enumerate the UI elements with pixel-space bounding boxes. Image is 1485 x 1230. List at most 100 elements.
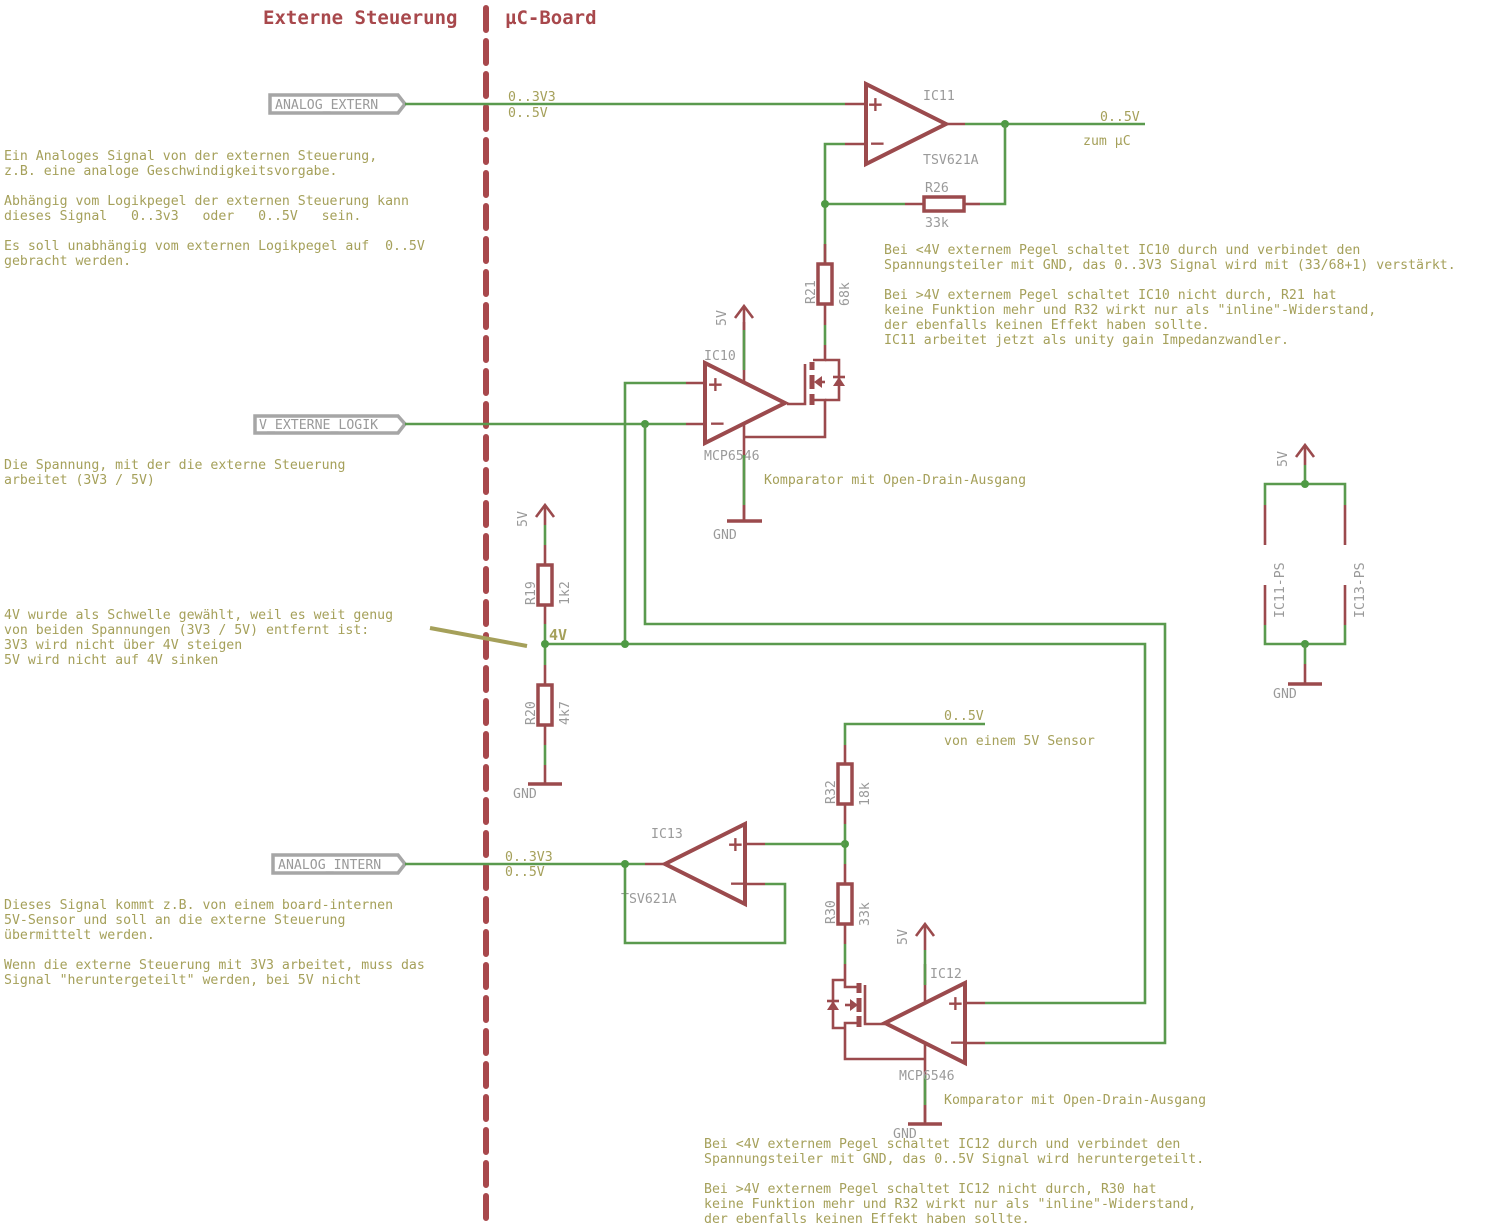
- note-line: Die Spannung, mit der die externe Steuer…: [4, 458, 345, 473]
- note-line: der ebenfalls keinen Effekt haben sollte…: [704, 1212, 1030, 1227]
- ic11-opamp[interactable]: + −: [845, 80, 965, 168]
- resistor-r32[interactable]: [836, 745, 854, 824]
- label-extern-range-a: 0..3V3: [508, 90, 556, 105]
- label-threshold-4v: 4V: [549, 626, 567, 644]
- r21-name: R21: [804, 280, 819, 304]
- header-uc-board: µC-Board: [505, 7, 597, 29]
- ic12-type: MCP6546: [899, 1069, 955, 1084]
- note-analog-extern: Ein Analoges Signal von der externen Ste…: [4, 149, 425, 269]
- r19-name: R19: [524, 581, 539, 605]
- minus-sign-icon: −: [729, 871, 746, 895]
- r20-name: R20: [524, 701, 539, 725]
- supply-label-gnd: GND: [513, 787, 537, 802]
- port-analog-intern[interactable]: ANALOG_INTERN: [271, 853, 408, 875]
- label-out-range: 0..5V: [1100, 110, 1140, 125]
- supply-label-gnd: GND: [1273, 687, 1297, 702]
- note-line: arbeitet (3V3 / 5V): [4, 473, 155, 488]
- note-line: Abhängig vom Logikpegel der externen Ste…: [4, 194, 409, 209]
- ic11-name: IC11: [923, 89, 955, 104]
- r30-value: 33k: [858, 902, 873, 926]
- r20-value: 4k7: [558, 701, 573, 725]
- supply-label-5v: 5V: [516, 511, 531, 527]
- resistor-r26[interactable]: [905, 195, 980, 213]
- vcc-arrow-icon: [914, 921, 936, 950]
- r32-name: R32: [824, 780, 839, 804]
- note-line: IC11 arbeitet jetzt als unity gain Imped…: [884, 333, 1289, 348]
- gnd-symbol-icon: [528, 765, 562, 786]
- note-line: Es soll unabhängig vom externen Logikpeg…: [4, 239, 425, 254]
- note-line: Spannungsteiler mit GND, das 0..3V3 Sign…: [884, 258, 1456, 273]
- note-line: Dieses Signal kommt z.B. von einem board…: [4, 898, 393, 913]
- vcc-arrow-icon: [534, 502, 556, 525]
- note-pointer-line: [429, 626, 528, 648]
- note-line: keine Funktion mehr und R32 wirkt nur al…: [884, 303, 1376, 318]
- header-externe-steuerung: Externe Steuerung: [263, 7, 457, 29]
- label-intern-range-a: 0..3V3: [505, 850, 553, 865]
- plus-sign-icon: +: [867, 92, 884, 116]
- note-line: Bei >4V externem Pegel schaltet IC10 nic…: [884, 288, 1337, 303]
- note-comparator-2: Komparator mit Open-Drain-Ausgang: [944, 1093, 1206, 1108]
- ic13-name: IC13: [651, 827, 683, 842]
- wire-ic11-minus: [823, 142, 845, 264]
- minus-sign-icon: −: [709, 411, 726, 435]
- port-label: ANALOG_EXTERN: [275, 98, 378, 113]
- vcc-arrow-icon: [733, 303, 755, 330]
- ic13-opamp[interactable]: + −: [645, 820, 765, 908]
- ic12-name: IC12: [930, 967, 962, 982]
- wire-threshold-to-ic12: [545, 642, 1147, 1005]
- note-comparator-1: Komparator mit Open-Drain-Ausgang: [764, 473, 1026, 488]
- ic11-type: TSV621A: [923, 153, 979, 168]
- note-ic10-behaviour: Bei <4V externem Pegel schaltet IC10 dur…: [884, 243, 1456, 348]
- note-line: z.B. eine analoge Geschwindigkeitsvorgab…: [4, 164, 337, 179]
- note-line: keine Funktion mehr und R32 wirkt nur al…: [704, 1197, 1196, 1212]
- mosfet-ic12-output: [827, 964, 925, 1061]
- resistor-r19[interactable]: [536, 545, 554, 624]
- note-line: dieses Signal 0..3v3 oder 0..5V sein.: [4, 209, 361, 224]
- port-analog-extern[interactable]: ANALOG_EXTERN: [268, 93, 408, 115]
- resistor-r21[interactable]: [816, 244, 834, 325]
- note-line: 5V wird nicht auf 4V sinken: [4, 653, 218, 668]
- note-line: Spannungsteiler mit GND, das 0..5V Signa…: [704, 1152, 1204, 1167]
- resistor-r30[interactable]: [836, 864, 854, 944]
- note-line: Bei >4V externem Pegel schaltet IC12 nic…: [704, 1182, 1157, 1197]
- r26-value: 33k: [925, 216, 949, 231]
- port-label: V_EXTERNE_LOGIK: [259, 418, 378, 433]
- gnd-symbol-icon: [908, 1105, 942, 1126]
- gnd-symbol-icon: [1288, 664, 1322, 686]
- note-line: Wenn die externe Steuerung mit 3V3 arbei…: [4, 958, 425, 973]
- wire-ic13-feedback: [623, 864, 787, 945]
- minus-sign-icon: −: [949, 1030, 966, 1054]
- note-analog-intern: Dieses Signal kommt z.B. von einem board…: [4, 898, 425, 988]
- supply-label-5v: 5V: [715, 310, 730, 326]
- port-label: ANALOG_INTERN: [278, 858, 381, 873]
- ic13-type: TSV621A: [621, 892, 677, 907]
- r21-value: 68k: [838, 282, 853, 306]
- vcc-arrow-icon: [1294, 442, 1316, 465]
- label-intern-range-b: 0..5V: [505, 865, 545, 880]
- note-line: 4V wurde als Schwelle gewählt, weil es w…: [4, 608, 393, 623]
- plus-sign-icon: +: [727, 832, 744, 856]
- supply-label-5v: 5V: [896, 929, 911, 945]
- note-ic12-behaviour: Bei <4V externem Pegel schaltet IC12 dur…: [704, 1137, 1204, 1227]
- wire-feedback: [980, 124, 1007, 206]
- note-line: 3V3 wird nicht über 4V steigen: [4, 638, 242, 653]
- supply-label-5v: 5V: [1276, 451, 1291, 467]
- note-line: übermittelt werden.: [4, 928, 155, 943]
- junction: [541, 640, 549, 648]
- ps13-name: IC13-PS: [1353, 562, 1368, 618]
- label-sensor-src: von einem 5V Sensor: [944, 734, 1095, 749]
- note-line: Ein Analoges Signal von der externen Ste…: [4, 149, 377, 164]
- supply-label-gnd: GND: [893, 1127, 917, 1142]
- junction: [1301, 480, 1309, 488]
- junction: [621, 860, 629, 868]
- note-line: von beiden Spannungen (3V3 / 5V) entfern…: [4, 623, 369, 638]
- note-line: Bei <4V externem Pegel schaltet IC10 dur…: [884, 243, 1360, 258]
- ic10-type: MCP6546: [704, 449, 760, 464]
- plus-sign-icon: +: [947, 991, 964, 1015]
- port-v-externe-logik[interactable]: V_EXTERNE_LOGIK: [253, 414, 408, 435]
- resistor-r20[interactable]: [536, 665, 554, 745]
- plus-sign-icon: +: [707, 372, 724, 396]
- r19-value: 1k2: [558, 581, 573, 605]
- minus-sign-icon: −: [869, 131, 886, 155]
- note-line: Signal "heruntergeteilt" werden, bei 5V …: [4, 973, 361, 988]
